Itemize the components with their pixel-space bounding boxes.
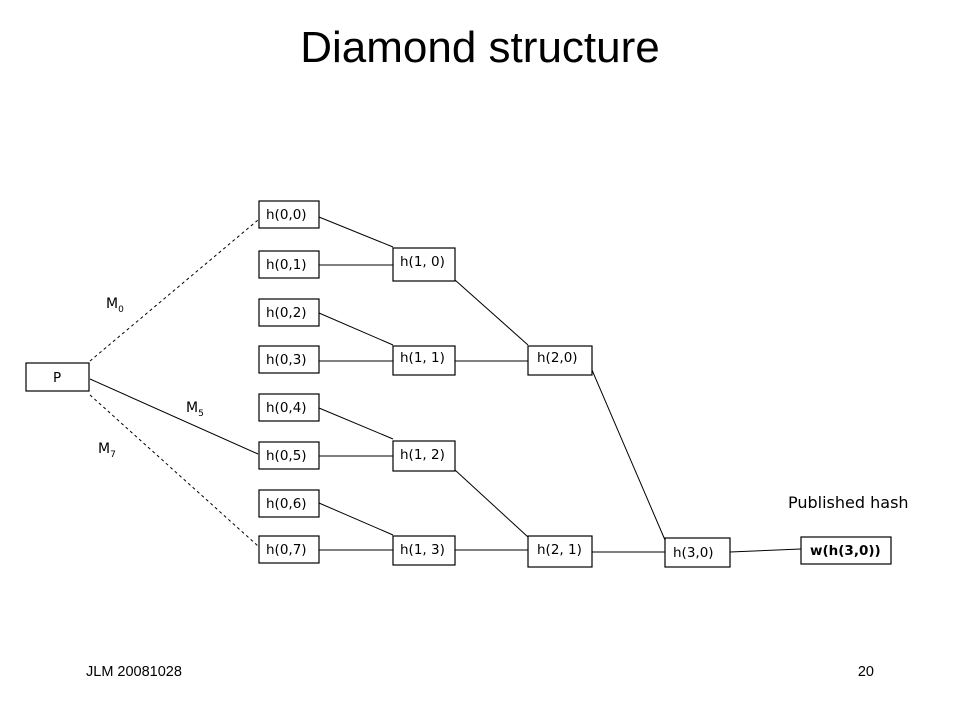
svg-text:h(3,0): h(3,0): [673, 545, 714, 561]
svg-text:h(0,5): h(0,5): [266, 448, 307, 464]
svg-text:h(0,0): h(0,0): [266, 207, 307, 223]
edge-h02-h11: [318, 312, 394, 346]
node-h01: h(0,1): [258, 250, 320, 279]
svg-text:h(1, 1): h(1, 1): [400, 350, 445, 366]
label-m0: M0: [106, 296, 124, 315]
svg-text:w(h(3,0)): w(h(3,0)): [810, 543, 881, 559]
node-h07: h(0,7): [258, 535, 320, 564]
page-title: Diamond structure: [300, 23, 660, 72]
node-h20: h(2,0): [527, 345, 593, 376]
edge-h12-h21: [454, 469, 529, 538]
edge-p-h07: [89, 394, 259, 547]
edge-labels: M0 M5 M7: [98, 296, 204, 460]
edge-h20-h30: [591, 369, 666, 541]
edge-h10-h20: [454, 279, 529, 346]
svg-text:h(0,3): h(0,3): [266, 352, 307, 368]
node-h02: h(0,2): [258, 298, 320, 327]
svg-text:h(0,7): h(0,7): [266, 542, 307, 558]
svg-text:h(0,1): h(0,1): [266, 257, 307, 273]
node-h04: h(0,4): [258, 393, 320, 422]
svg-text:h(0,2): h(0,2): [266, 305, 307, 321]
svg-text:h(2, 1): h(2, 1): [537, 542, 582, 558]
edge-h06-h13: [318, 502, 394, 536]
node-h00: h(0,0): [258, 200, 320, 229]
svg-text:h(1, 0): h(1, 0): [400, 254, 445, 270]
published-hash-label: Published hash: [788, 493, 909, 512]
page-number: 20: [857, 664, 874, 680]
edge-h30-w: [729, 548, 802, 553]
node-h12: h(1, 2): [392, 440, 456, 472]
svg-text:h(2,0): h(2,0): [537, 350, 578, 366]
node-h30: h(3,0): [664, 537, 731, 568]
edge-p-h05: [89, 378, 259, 455]
edge-p-h00: [89, 219, 259, 362]
node-h03: h(0,3): [258, 345, 320, 374]
node-h10: h(1, 0): [392, 247, 456, 282]
node-p: P: [25, 362, 90, 392]
svg-text:h(0,4): h(0,4): [266, 400, 307, 416]
footer-left: JLM 20081028: [86, 664, 182, 680]
edge-h04-h12: [318, 407, 394, 440]
nodes: P h(0,0) h(0,1) h(0,2) h(0,3) h(0,4): [25, 200, 892, 568]
svg-text:h(0,6): h(0,6): [266, 496, 307, 512]
edge-h00-h10: [318, 216, 394, 248]
svg-text:h(1, 3): h(1, 3): [400, 542, 445, 558]
node-h05: h(0,5): [258, 441, 320, 470]
svg-text:h(1, 2): h(1, 2): [400, 447, 445, 463]
node-h21: h(2, 1): [527, 535, 593, 568]
svg-text:P: P: [53, 370, 61, 386]
edges: [89, 216, 802, 553]
node-published-hash: w(h(3,0)): [800, 536, 892, 565]
label-m5: M5: [186, 400, 204, 419]
node-h11: h(1, 1): [392, 345, 456, 376]
node-h13: h(1, 3): [392, 535, 456, 566]
node-h06: h(0,6): [258, 489, 320, 518]
label-m7: M7: [98, 441, 116, 460]
